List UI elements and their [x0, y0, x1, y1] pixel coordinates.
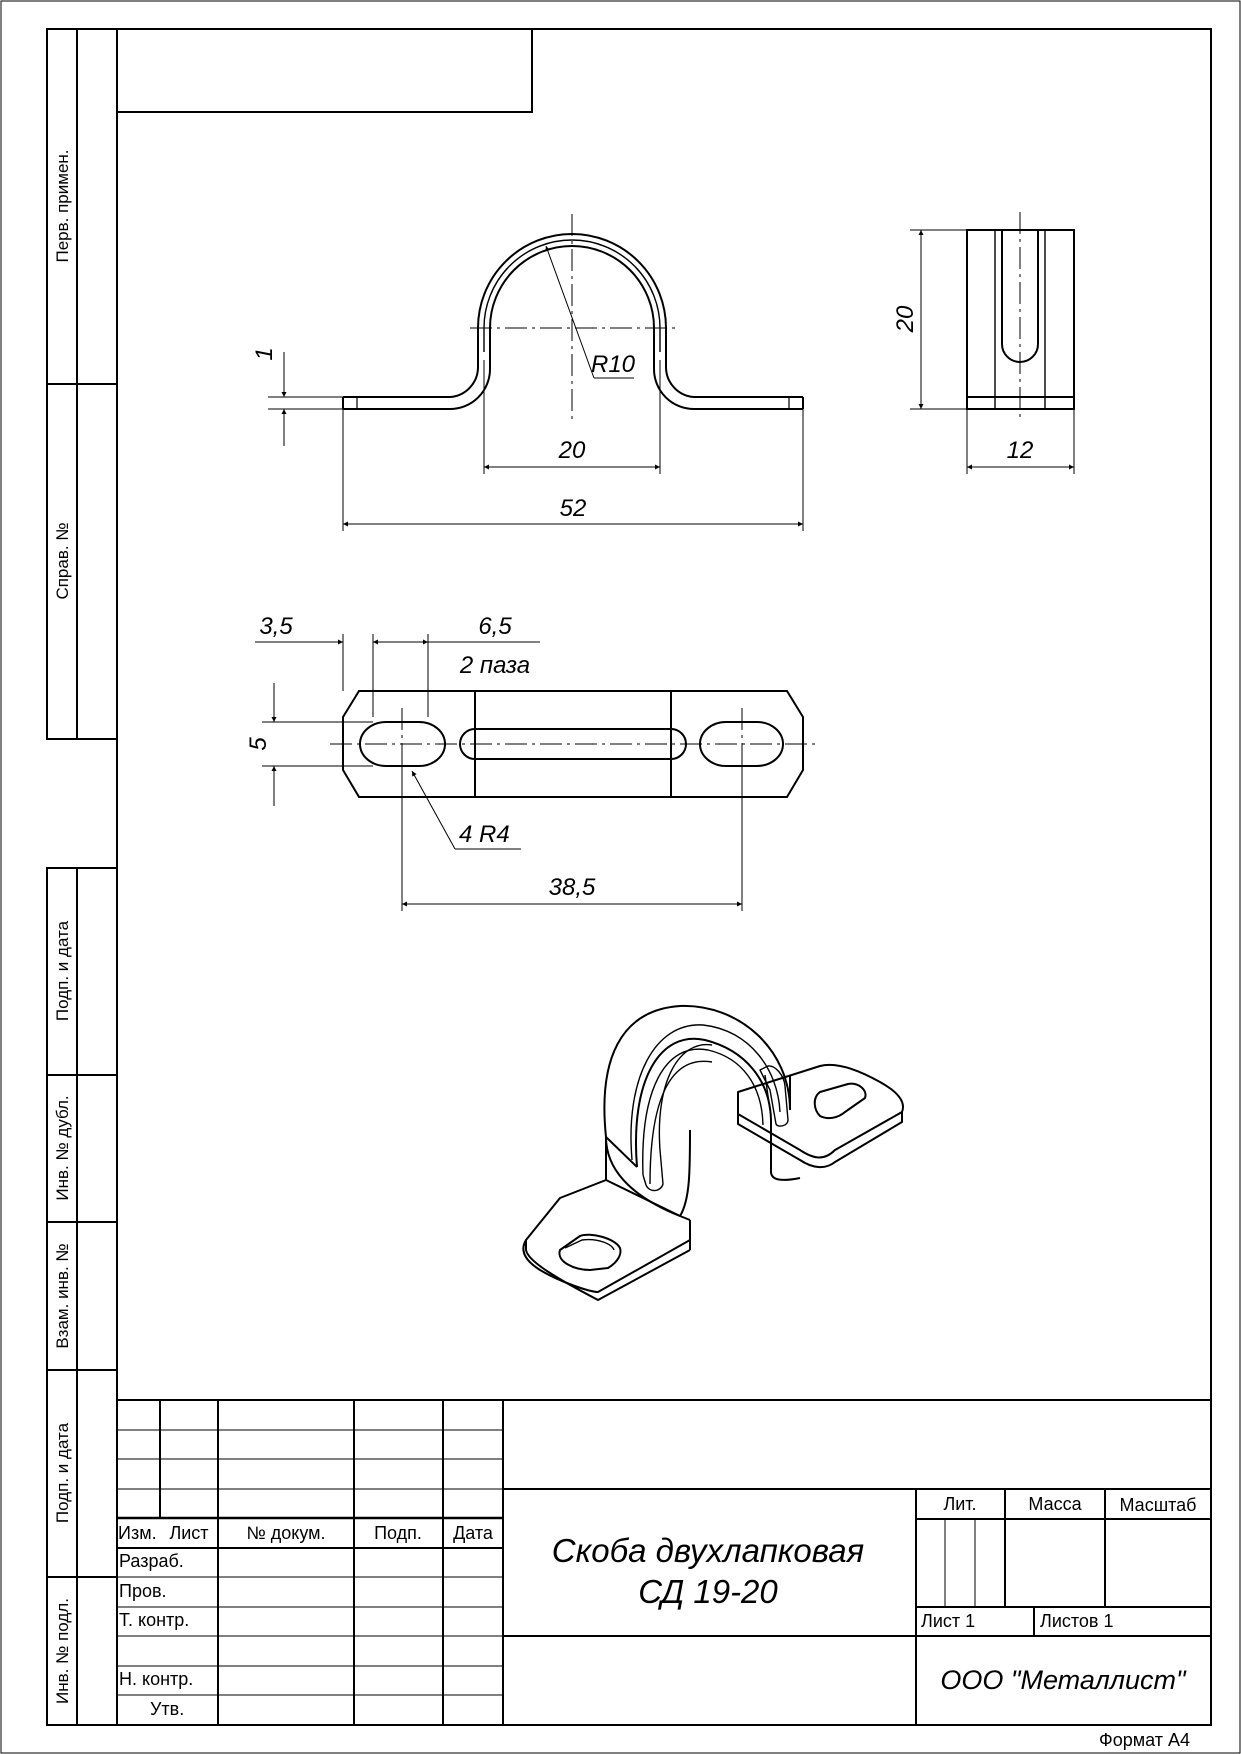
col-data: Дата	[453, 1523, 494, 1543]
dim-height: 20	[892, 305, 919, 333]
side-label-vzam-inv-no: Взам. инв. №	[53, 1243, 72, 1348]
row-utv: Утв.	[150, 1699, 184, 1719]
side-stamp	[46, 28, 118, 1726]
top-view-centerlines	[330, 708, 815, 778]
side-view-dims	[910, 229, 1075, 474]
side-label-inv-no-podl: Инв. № подл.	[53, 1598, 72, 1704]
dim-radius: R10	[591, 351, 636, 378]
dim-overall-length: 52	[560, 495, 587, 522]
side-label-podp-data-1: Подп. и дата	[53, 920, 72, 1021]
company-name: ООО "Металлист"	[940, 1665, 1187, 1695]
side-label-sprav-no: Справ. №	[53, 522, 72, 599]
dim-slot-spacing: 38,5	[549, 874, 596, 901]
dim-slot-offset: 3,5	[259, 613, 293, 640]
row-razrab: Разраб.	[119, 1551, 184, 1571]
dim-slot-width: 5	[245, 737, 272, 751]
front-view-dims	[268, 245, 804, 531]
document-name: Скоба двухлапковая	[552, 1532, 864, 1569]
side-label-perv-primen: Перв. примен.	[53, 149, 72, 262]
lit-label: Лит.	[943, 1494, 976, 1514]
front-view-centerlines	[470, 214, 676, 420]
row-prov: Пров.	[119, 1581, 167, 1601]
col-list: Лист	[169, 1523, 208, 1543]
masshtab-label: Масштаб	[1119, 1495, 1196, 1515]
isometric-view	[522, 1004, 904, 1301]
dim-corner-radius: 4 R4	[459, 821, 510, 848]
col-izm: Изм.	[118, 1523, 157, 1543]
title-block-lines	[117, 1399, 1211, 1725]
massa-label: Масса	[1028, 1494, 1082, 1514]
top-view-dims	[255, 634, 743, 911]
top-view-dim-text: 3,5 6,5 2 паза 5 4 R4 38,5	[245, 613, 596, 901]
sheet-count: Листов 1	[1040, 1611, 1114, 1631]
document-designation: СД 19-20	[638, 1573, 778, 1610]
col-doc: № докум.	[246, 1523, 325, 1543]
dim-slot-length: 6,5	[478, 613, 512, 640]
dim-width: 12	[1007, 437, 1034, 464]
title-block-text: Изм. Лист № докум. Подп. Дата Разраб. Пр…	[118, 1494, 1197, 1719]
dim-inner-width: 20	[558, 437, 586, 464]
front-view-dim-text: 1 R10 20 52	[251, 347, 636, 522]
row-n-kontr: Н. контр.	[119, 1669, 193, 1689]
side-stamp-labels: Перв. примен. Справ. № Подп. и дата Инв.…	[53, 149, 72, 1703]
top-view	[342, 690, 804, 798]
side-label-podp-data-2: Подп. и дата	[53, 1422, 72, 1523]
format-label: Формат А4	[1099, 1730, 1190, 1750]
row-t-kontr: Т. контр.	[119, 1610, 189, 1630]
drawing-frame	[116, 28, 1212, 1726]
side-label-inv-no-dubl: Инв. № дубл.	[53, 1095, 72, 1200]
dim-thickness: 1	[251, 347, 278, 360]
dim-slot-note: 2 паза	[459, 652, 530, 679]
col-podp: Подп.	[374, 1523, 422, 1543]
sheet-number: Лист 1	[921, 1611, 975, 1631]
title-block-thin-lines	[117, 1429, 976, 1696]
